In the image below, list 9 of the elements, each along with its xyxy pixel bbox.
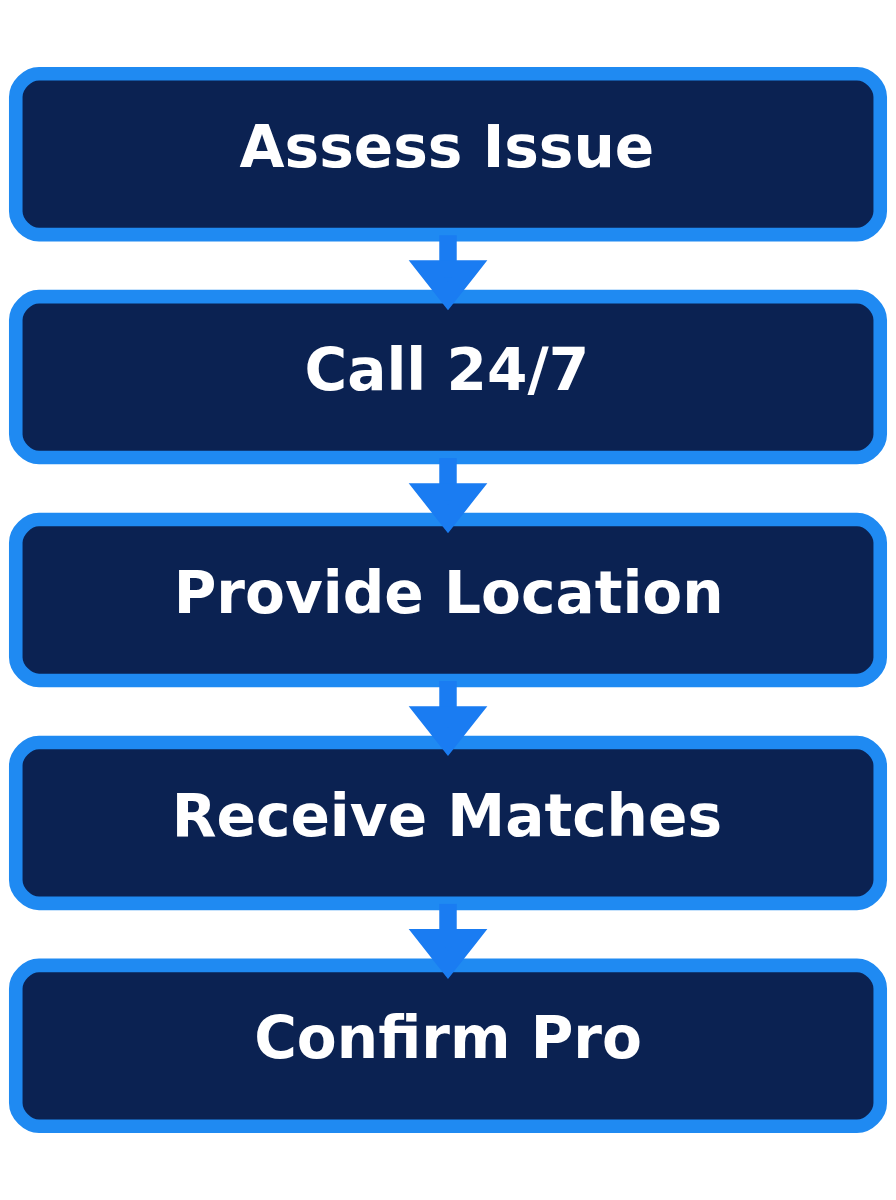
- node-box: Provide Location: [8, 512, 888, 688]
- arrow: [408, 903, 488, 979]
- arrow: [408, 681, 488, 757]
- node-box: Receive Matches: [8, 735, 888, 911]
- node-box: Call 24/7: [8, 289, 888, 465]
- arrow: [408, 458, 488, 534]
- node-box: Assess Issue: [8, 66, 888, 242]
- node-box: Confirm Pro: [8, 958, 888, 1134]
- arrow: [408, 235, 488, 311]
